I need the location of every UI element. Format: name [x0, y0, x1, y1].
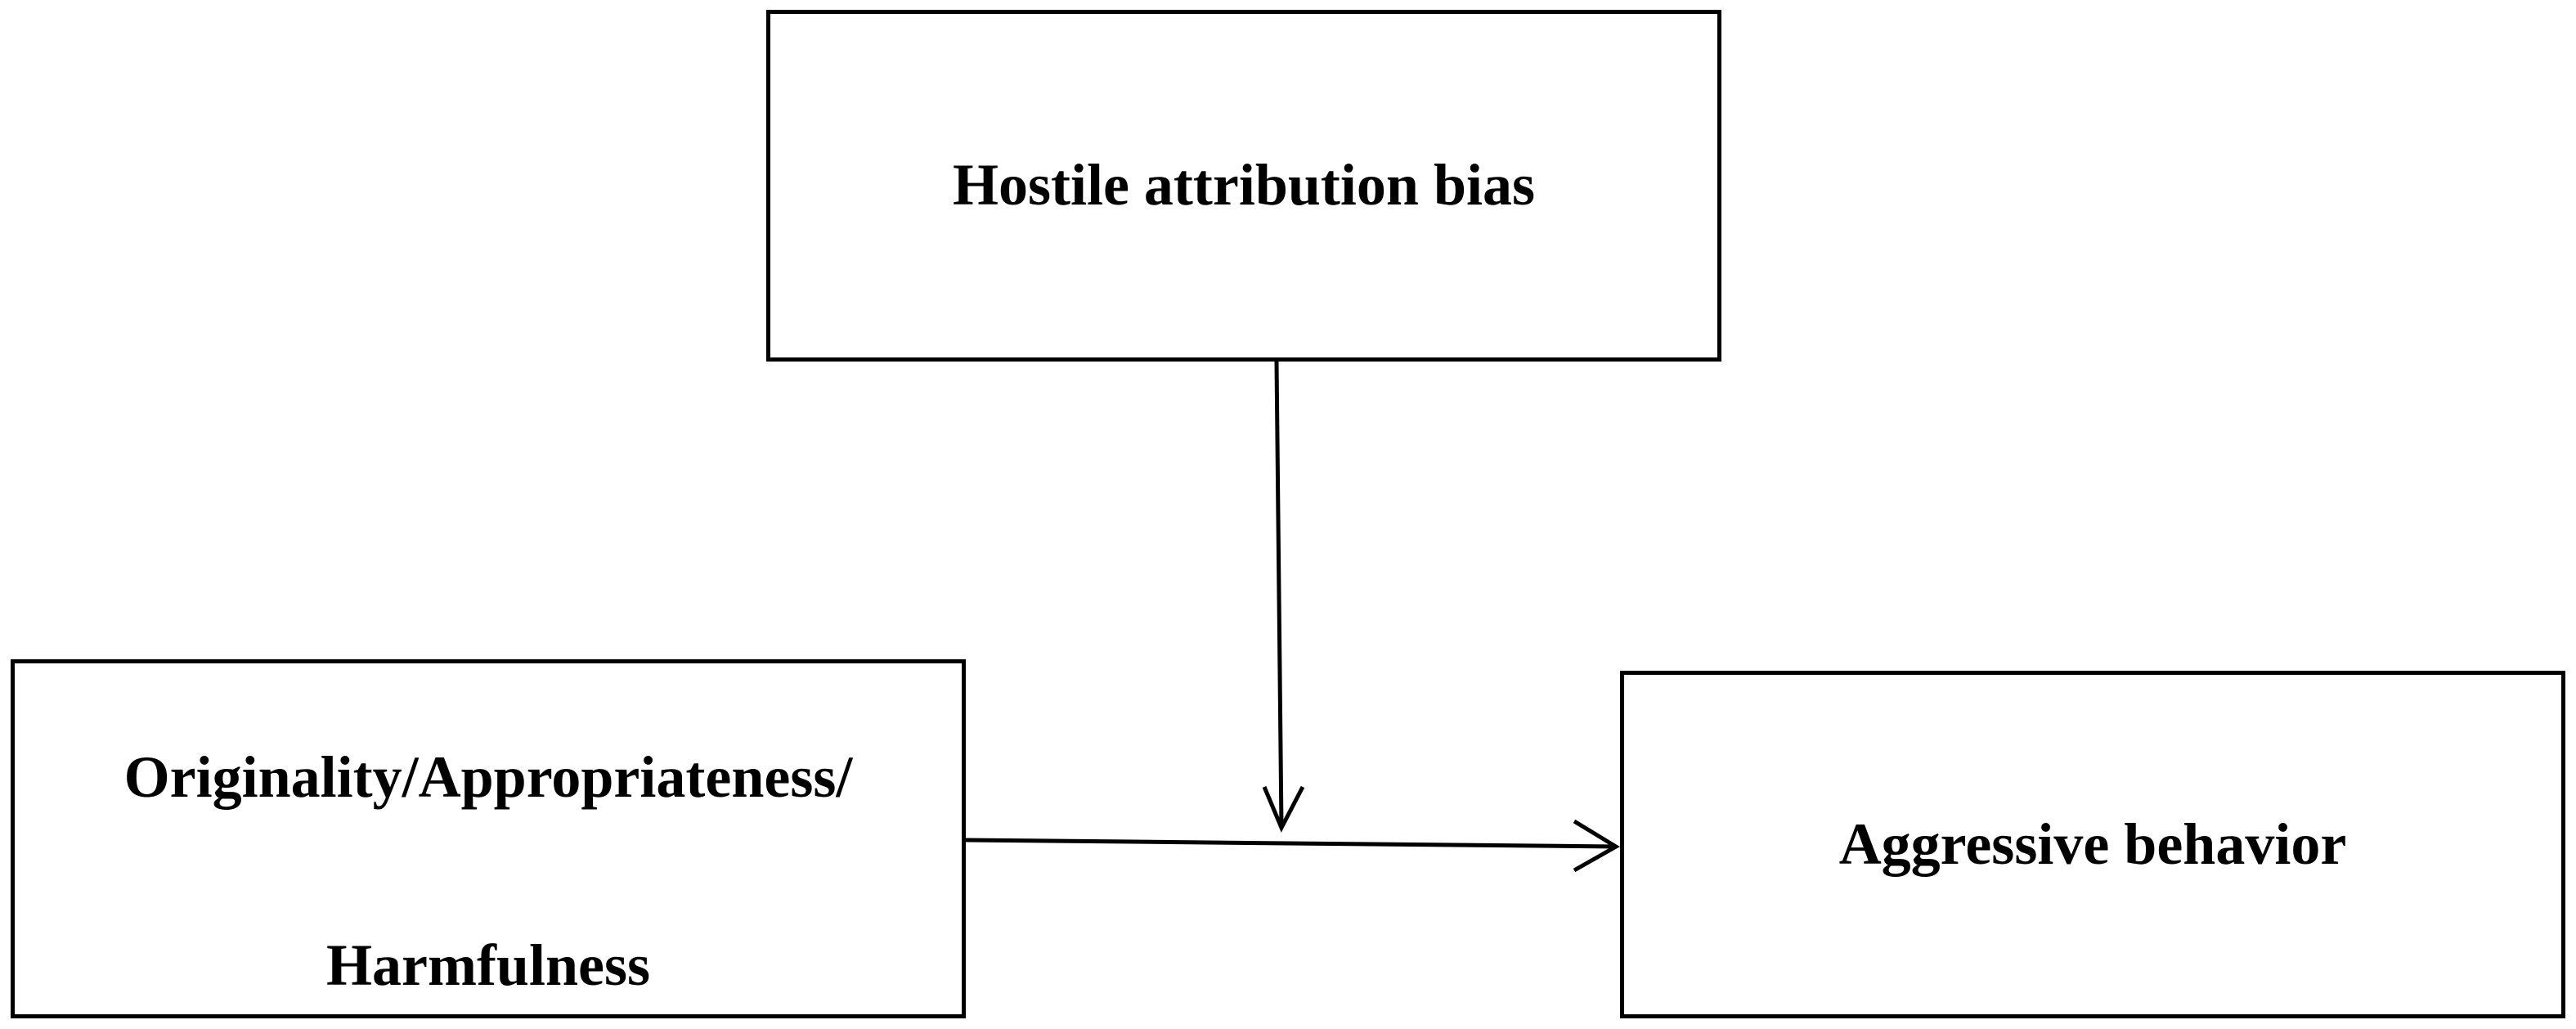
arrowhead-outcome — [1573, 819, 1620, 873]
predictor-label-line-2: Harmfulness — [326, 932, 650, 998]
outcome-box: Aggressive behavior — [1620, 671, 2565, 1018]
outcome-label: Aggressive behavior — [1838, 811, 2347, 877]
predictor-label-line-1: Originality/Appropriateness/ — [123, 744, 853, 810]
arrow-moderator-to-path — [1274, 361, 1284, 829]
moderator-box: Hostile attribution bias — [766, 10, 1721, 362]
arrow-predictor-to-outcome — [965, 838, 1617, 849]
predictor-box: Originality/Appropriateness/ Harmfulness — [11, 659, 966, 1018]
arrowhead-path — [1262, 785, 1305, 833]
moderator-label: Hostile attribution bias — [952, 152, 1536, 218]
